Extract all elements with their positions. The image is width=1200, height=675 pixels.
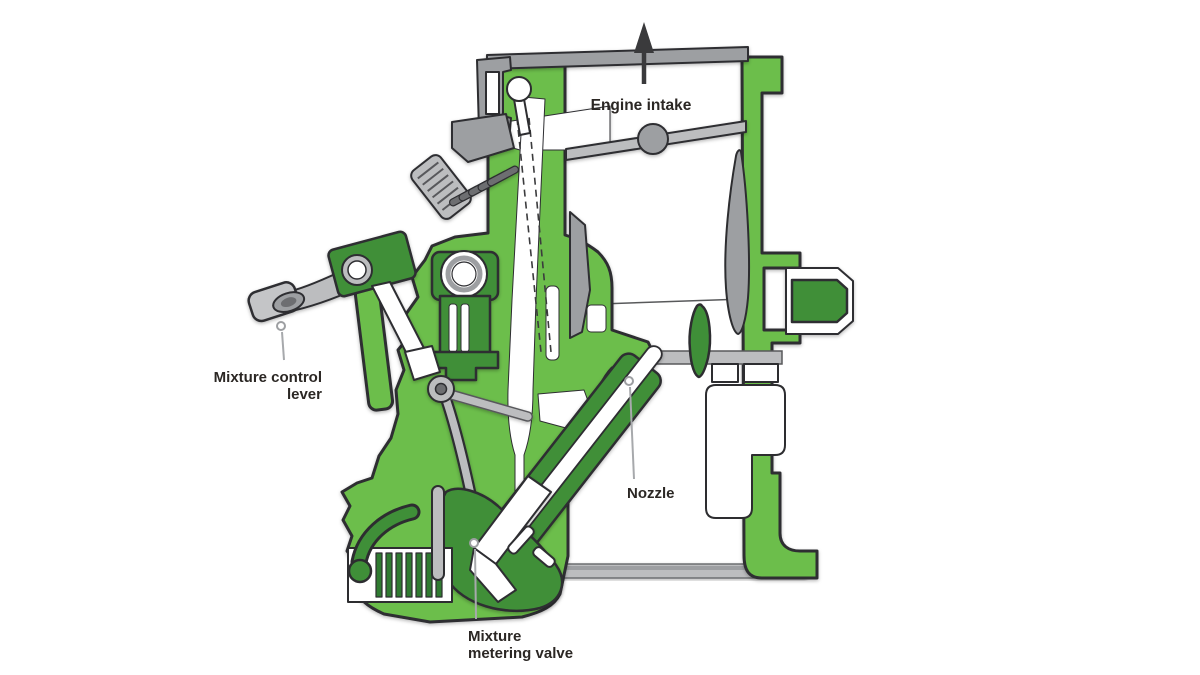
throttle-link-line [599, 298, 745, 305]
screw-spring [448, 165, 520, 207]
booster-drop-gray [724, 149, 751, 335]
screw-boss [451, 113, 515, 163]
leader-dot-nozzle [624, 376, 634, 386]
link-bearing-center [434, 382, 448, 396]
venturi-boosters [688, 149, 751, 379]
label-mixture-control-line2: lever [287, 386, 322, 403]
idle-passages [649, 350, 786, 519]
booster-drop-green [688, 303, 712, 379]
leader-line-mixture-lever [281, 331, 285, 361]
enrichment-valve [426, 250, 500, 382]
throttle-plate [565, 120, 747, 161]
idle-port-b [743, 363, 779, 383]
fuel-pickup-tube [347, 503, 421, 584]
idle-adjust-screw [410, 113, 520, 220]
metering-slot-a [507, 525, 535, 555]
label-metering-valve-line2: metering valve [468, 645, 573, 662]
valve-slot-b [460, 303, 470, 353]
knurl-ridges [417, 161, 464, 211]
leader-line-nozzle [629, 386, 635, 480]
barrel-right-wall [740, 55, 854, 580]
knob-body [410, 154, 472, 220]
label-metering-valve-line1: Mixture [468, 628, 521, 645]
engine-intake-arrow [634, 22, 654, 84]
venturi-wedge [569, 211, 591, 339]
throttle-shaft-pivot [637, 123, 669, 155]
transfer-port [586, 304, 607, 333]
knob-face-center [280, 297, 297, 308]
idle-plug [790, 278, 849, 324]
mixture-control-lever-assembly [247, 230, 533, 526]
label-nozzle: Nozzle [627, 485, 675, 502]
ball-pin-head [506, 76, 532, 102]
idle-well [705, 384, 786, 519]
pump-bracket [476, 56, 532, 136]
valve-bore-inner [451, 261, 477, 287]
label-mixture-control-line1: Mixture control [214, 369, 322, 386]
float-pin [431, 485, 445, 581]
fuel-line-highlight [558, 566, 804, 570]
air-horn-top [486, 46, 749, 70]
metering-slot-b [532, 546, 556, 568]
well-vent-slot [545, 285, 560, 361]
labels: Engine intake Mixture control lever Nozz… [214, 97, 692, 662]
valve-bore-ring [445, 255, 483, 293]
leader-line-metering-valve [474, 548, 477, 620]
linkage-travel-dash-a [516, 117, 542, 353]
lever-knob [247, 281, 306, 323]
mixture-metering-valve-assembly [436, 475, 564, 613]
leader-dot-metering-valve [469, 538, 479, 548]
linkage-travel-dash-b [528, 117, 552, 353]
pivot-bore [347, 260, 367, 280]
metering-channel-out [469, 547, 517, 603]
rod-coupler [404, 345, 441, 381]
throttle-shaft-bar [649, 350, 783, 365]
idle-port-a [711, 363, 739, 383]
leader-dot-mixture-lever [276, 321, 286, 331]
top-wall [486, 46, 749, 70]
knurled-knob [410, 154, 472, 220]
up-arrow-icon [634, 22, 654, 53]
pickup-ball [347, 558, 373, 584]
valve-slot-a [448, 303, 458, 353]
label-engine-intake: Engine intake [591, 97, 692, 114]
bracket-slot [485, 71, 500, 115]
pickup-tube [353, 506, 418, 568]
